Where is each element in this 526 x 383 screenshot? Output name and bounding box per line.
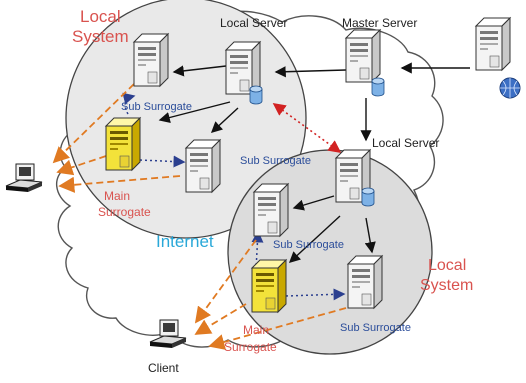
sub-surrogate-label-2: Sub Surrogate: [240, 155, 311, 167]
sub-surrogate-top-right-icon: [185, 139, 221, 193]
origin-server-icon: [475, 17, 511, 71]
sub-surrogate-label-1: Sub Surrogate: [121, 101, 192, 113]
main-surrogate-top-label-line2: Surrogate: [98, 205, 151, 219]
local-system-top-label-line2: System: [72, 27, 129, 46]
connection-arrows: [158, 62, 470, 263]
internet-label: Internet: [156, 232, 214, 251]
main-surrogate-bottom-label-line2: Surrogate: [224, 340, 277, 354]
local-system-top-label-line1: Local: [80, 7, 121, 26]
main-surrogate-top-icon: [105, 117, 141, 171]
local-system-bottom-label-line1: Local: [428, 257, 467, 274]
local-system-bottom-label-line2: System: [420, 277, 474, 294]
main-surrogate-bottom-label-line1: Main: [243, 323, 270, 337]
local-server-top-database-icon: [249, 85, 263, 105]
sub-surrogate-label-3: Sub Surrogate: [273, 239, 344, 251]
master-database-icon: [371, 77, 385, 97]
master-server-label: Master Server: [342, 16, 418, 30]
sub-surrogate-bottom-left-icon: [253, 183, 289, 237]
sub-surrogate-bottom-right-icon: [347, 255, 383, 309]
sub-surrogate-label-4: Sub Surrogate: [340, 322, 411, 334]
local-server-top-label: Local Server: [220, 16, 288, 30]
client-delivery-links: [52, 83, 347, 350]
master-server-icon: [345, 29, 381, 83]
main-surrogate-top-label-line1: Main: [104, 189, 131, 203]
local-server-right-database-icon: [361, 187, 375, 207]
sub-surrogate-top-left-icon: [133, 33, 169, 87]
client-label: Client: [148, 361, 179, 375]
main-surrogate-bottom-icon: [251, 259, 287, 313]
server-sync-link: [272, 103, 342, 153]
client-top-icon: [5, 163, 43, 193]
local-server-right-label: Local Server: [372, 136, 440, 150]
